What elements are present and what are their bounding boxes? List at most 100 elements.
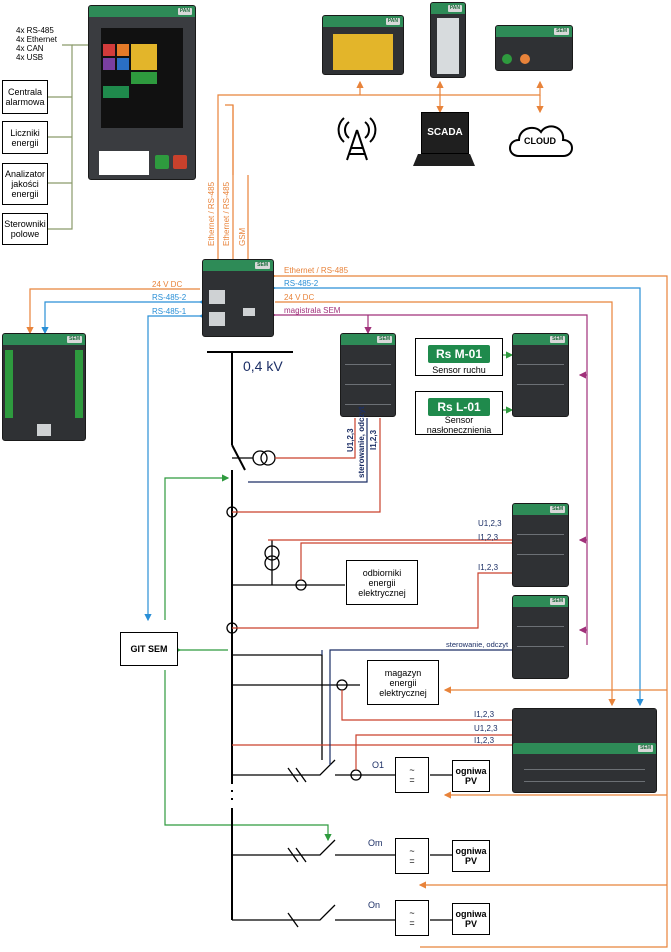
meas-i123-c: I1,2,3 xyxy=(478,563,499,572)
loads-box: odbiorniki energii elektrycznej xyxy=(346,560,418,605)
left-io-terminal-right xyxy=(75,350,83,418)
panel-small-1-screen xyxy=(333,34,393,70)
label-eth-right: Ethernet / RS-485 xyxy=(284,266,349,275)
panel-small-1-header xyxy=(323,16,403,27)
interface-rs485: 4x RS-485 xyxy=(16,26,54,35)
hmi-info-button[interactable] xyxy=(155,155,169,169)
meas-i123-b: I1,2,3 xyxy=(478,533,499,542)
meter-module-1-tag: SEM xyxy=(377,336,392,343)
sensor-light-code: L-01 xyxy=(456,400,481,414)
pv-controller: SEM xyxy=(512,708,657,793)
sensor-light-badge: Rs L-01 xyxy=(428,398,490,416)
label-bus: magistrala SEM xyxy=(284,306,341,315)
alarm-panel-box: Centrala alarmowa xyxy=(2,80,48,114)
sensor-motion-label: Sensor ruchu xyxy=(432,365,486,375)
panel-tall-screen xyxy=(437,18,459,74)
hmi-stop-button[interactable] xyxy=(173,155,187,169)
hmi-tile-orange xyxy=(117,44,129,56)
meter-module-2-tag: SEM xyxy=(550,506,565,513)
sem-controller-tag: SEM xyxy=(255,262,270,269)
scada-keyboard xyxy=(413,154,475,166)
cloud-shape xyxy=(509,125,573,157)
busbar xyxy=(207,351,293,920)
link-label-gsm: GSM xyxy=(238,227,247,246)
meter-module-1-header xyxy=(341,334,395,345)
left-io-header xyxy=(3,334,85,345)
pv-controller-tag: SEM xyxy=(638,745,653,752)
left-links xyxy=(26,288,206,622)
meas-ster-a: sterowanie, odczyt xyxy=(357,406,366,478)
panel-wide-btn-green xyxy=(502,54,512,64)
antenna-icon xyxy=(337,117,377,161)
sem-controller-port-1 xyxy=(209,290,225,304)
git-sem-box: GIT SEM xyxy=(120,632,178,666)
pv-controller-row xyxy=(524,769,645,770)
label-rs485-2-left: RS-485-2 xyxy=(152,293,187,302)
inverter-3: ~ = xyxy=(395,900,429,936)
meas-u123-a: U1,2,3 xyxy=(346,428,355,452)
pv-controller-row xyxy=(524,781,645,782)
hmi-header xyxy=(89,6,195,17)
cloud-icon: CLOUD xyxy=(505,118,575,160)
sensor-motion-badge: Rs M-01 xyxy=(428,345,490,363)
meter-module-3-row xyxy=(517,646,564,647)
meter-module-1-row xyxy=(345,384,391,385)
hmi-qr-strip xyxy=(99,151,149,175)
sem-controller: SEM xyxy=(202,259,274,337)
sem-controller-port-2 xyxy=(209,312,225,326)
hmi-panel: PAN xyxy=(88,5,196,180)
red-measure-lines xyxy=(232,418,512,770)
hmi-tag: PAN xyxy=(177,8,192,15)
meter-module-2: SEM xyxy=(512,503,569,587)
meas-u123-b: U1,2,3 xyxy=(478,519,502,528)
panel-tall: PAN xyxy=(430,2,466,78)
panel-wide: SEM xyxy=(495,25,573,71)
orange-top-links xyxy=(217,80,544,262)
field-controllers-box: Sterowniki polowe xyxy=(2,213,48,245)
pv-box-3: ogniwa PV xyxy=(452,903,490,935)
sensor-light: Rs L-01 Sensor nasłonecznienia xyxy=(415,391,503,435)
meter-module-1-row xyxy=(345,364,391,365)
meter-module-3-row xyxy=(517,626,564,627)
right-bus-lines xyxy=(269,272,668,948)
interfaces-list: 4x RS-485 4x Ethernet 4x CAN 4x USB xyxy=(16,26,57,62)
scada-icon: SCADA xyxy=(413,112,475,168)
sensor-motion: Rs M-01 Sensor ruchu xyxy=(415,338,503,376)
meter-module-3-tag: SEM xyxy=(550,598,565,605)
label-24vdc-right: 24 V DC xyxy=(284,293,315,302)
label-rs485-1-left: RS-485-1 xyxy=(152,307,187,316)
sensor-module-header xyxy=(513,334,568,345)
panel-wide-tag: SEM xyxy=(554,28,569,35)
meter-module-1-row xyxy=(345,404,391,405)
sensor-motion-prefix: Rs xyxy=(435,347,452,361)
pv-controller-top xyxy=(513,709,656,741)
sem-controller-usb xyxy=(243,308,255,316)
interface-usb: 4x USB xyxy=(16,53,44,62)
hmi-tile-purple xyxy=(103,58,115,70)
panel-small-1-tag: PAN xyxy=(385,18,400,25)
power-quality-box: Analizator jakości energii xyxy=(2,163,48,205)
meas-ster-b: sterowanie, odczyt xyxy=(446,640,509,649)
meter-module-3-header xyxy=(513,596,568,607)
meter-module-2-row xyxy=(517,554,564,555)
sensor-light-prefix: Rs xyxy=(437,400,453,414)
pv-controller-header xyxy=(513,743,656,754)
label-24vdc-left: 24 V DC xyxy=(152,280,183,289)
cloud-label: CLOUD xyxy=(524,136,556,146)
sensor-light-label: Sensor nasłonecznienia xyxy=(426,415,492,435)
panel-tall-tag: PAN xyxy=(447,5,462,12)
voltage-label: 0,4 kV xyxy=(243,358,283,374)
breaker-on-label: On xyxy=(368,900,381,910)
label-rs485-2-right: RS-485-2 xyxy=(284,279,319,288)
hmi-tile-red xyxy=(103,44,115,56)
sensor-module-row xyxy=(517,364,564,365)
sensor-module: SEM xyxy=(512,333,569,417)
hmi-tile-green xyxy=(131,72,157,84)
interface-can: 4x CAN xyxy=(16,44,44,53)
left-io-port xyxy=(37,424,51,436)
meas-i123-e: I1,2,3 xyxy=(474,736,495,745)
green-control-lines xyxy=(164,351,514,842)
panel-small-1: PAN xyxy=(322,15,404,75)
